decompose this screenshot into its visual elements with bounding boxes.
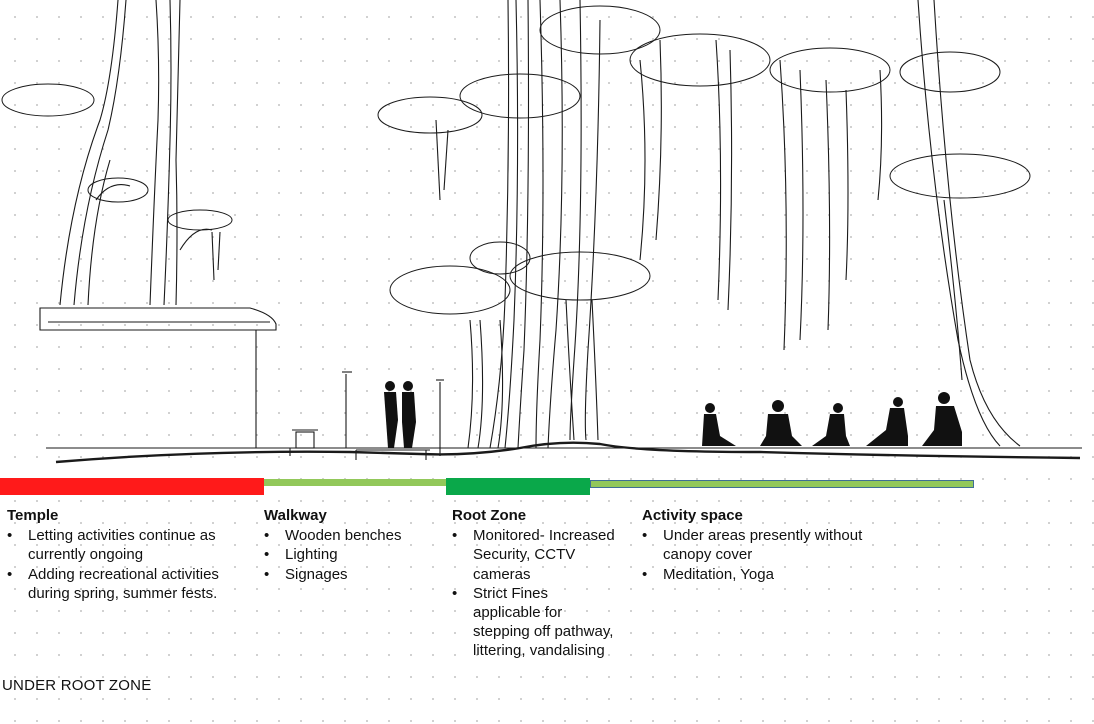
section-caption: UNDER ROOT ZONE (2, 677, 151, 694)
zone-title: Temple (7, 506, 222, 525)
people-silhouettes (384, 381, 962, 448)
list-item: Adding recreational activities during sp… (7, 565, 222, 603)
section-drawing (0, 0, 1094, 470)
list-item: Monitored- Increased Security, CCTV came… (452, 526, 617, 584)
root-zone-bar (446, 478, 590, 495)
list-item: Wooden benches (264, 526, 444, 545)
seated-people (702, 392, 962, 446)
zone-title: Activity space (642, 506, 887, 525)
walkway-zone-bar (264, 479, 446, 486)
list-item: Signages (264, 565, 444, 584)
zone-title: Walkway (264, 506, 444, 525)
standing-people (384, 381, 416, 448)
list-item: Lighting (264, 545, 444, 564)
list-item: Under areas presently without canopy cov… (642, 526, 887, 564)
zone-activity: Activity space Under areas presently wit… (642, 506, 887, 584)
list-item: Letting activities continue as currently… (7, 526, 222, 564)
zone-root: Root Zone Monitored- Increased Security,… (452, 506, 617, 661)
hanging-roots (436, 0, 1020, 446)
list-item: Strict Fines applicable for stepping off… (452, 584, 617, 661)
zone-temple: Temple Letting activities continue as cu… (7, 506, 222, 603)
zone-title: Root Zone (452, 506, 617, 525)
left-tree-group (60, 0, 220, 305)
list-item: Meditation, Yoga (642, 565, 887, 584)
temple-zone-bar (0, 478, 264, 495)
activity-space-bar (590, 480, 974, 488)
temple-structure (40, 308, 318, 456)
zone-walkway: Walkway Wooden benches Lighting Signages (264, 506, 444, 584)
banyan-trunks (468, 0, 600, 448)
